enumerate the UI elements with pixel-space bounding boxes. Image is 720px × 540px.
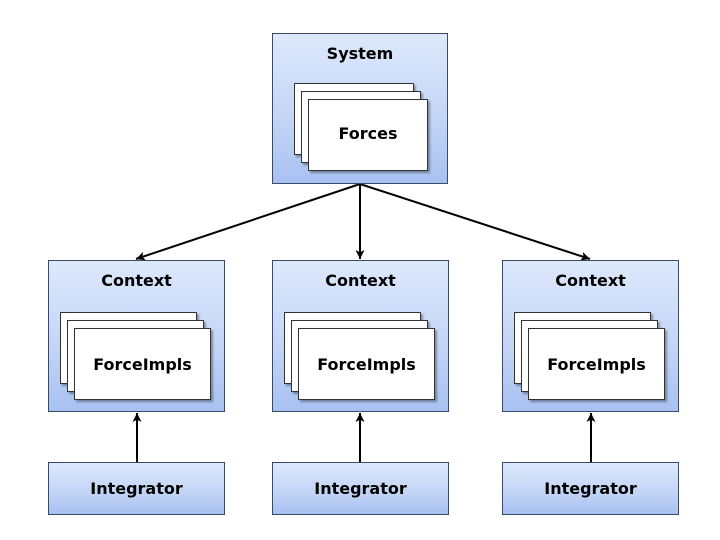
integrator-box-1: Integrator [48,462,225,515]
context-box-1: Context ForceImpls [48,260,225,412]
forceimpls-label: ForceImpls [547,355,646,374]
integrator-box-3: Integrator [502,462,679,515]
forces-label: Forces [338,124,398,143]
forceimpls-sheet-front: ForceImpls [528,328,665,400]
arrow-system-to-context-1 [135,183,361,261]
integrator-label: Integrator [314,479,407,498]
integrator-box-2: Integrator [272,462,449,515]
context-title: Context [555,271,626,290]
forces-sheet-front: Forces [308,99,428,171]
forceimpls-sheet-front: ForceImpls [298,328,435,400]
forceimpls-label: ForceImpls [93,355,192,374]
forceimpls-sheet-front: ForceImpls [74,328,211,400]
integrator-label: Integrator [90,479,183,498]
forceimpls-label: ForceImpls [317,355,416,374]
system-box: System Forces [272,33,448,184]
context-box-2: Context ForceImpls [272,260,449,412]
integrator-label: Integrator [544,479,637,498]
system-title: System [326,44,394,63]
context-box-3: Context ForceImpls [502,260,679,412]
arrow-system-to-context-3 [359,183,591,261]
context-title: Context [101,271,172,290]
context-title: Context [325,271,396,290]
